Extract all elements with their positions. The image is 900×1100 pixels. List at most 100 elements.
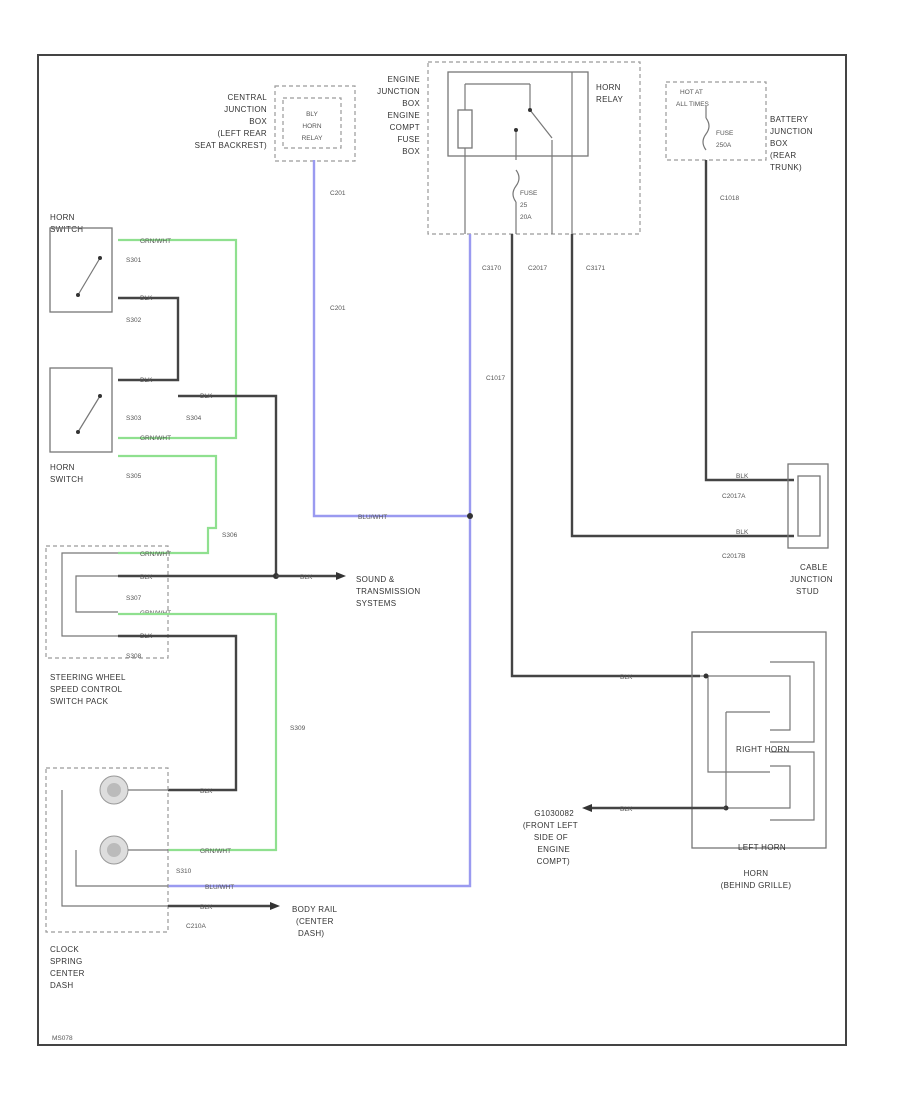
switch-pack-internal-b <box>75 575 118 613</box>
svg-text:G1030082: G1030082 <box>534 809 574 818</box>
horn-relay-coil <box>457 109 473 149</box>
svg-text:GRN/WHT: GRN/WHT <box>140 551 171 558</box>
svg-text:SYSTEMS: SYSTEMS <box>356 599 396 608</box>
cable-junction-inner <box>797 475 821 537</box>
svg-text:BATTERY: BATTERY <box>770 115 809 124</box>
ground-engine-label: G1030082 (FRONT LEFT SIDE OF ENGINE COMP… <box>523 809 578 866</box>
svg-text:BLK: BLK <box>200 904 213 911</box>
svg-text:JUNCTION: JUNCTION <box>770 127 813 136</box>
fuse-engine-label: FUSE 25 20A <box>520 190 538 221</box>
svg-text:JUNCTION: JUNCTION <box>377 87 420 96</box>
svg-text:(CENTER: (CENTER <box>296 917 334 926</box>
svg-text:BOX: BOX <box>402 147 420 156</box>
svg-text:TRANSMISSION: TRANSMISSION <box>356 587 421 596</box>
wire-blk-to-sound <box>178 394 278 576</box>
svg-text:BLK: BLK <box>620 674 633 681</box>
diagram-frame <box>37 54 847 1046</box>
svg-text:CLOCK: CLOCK <box>50 945 79 954</box>
svg-text:BLK: BLK <box>140 295 153 302</box>
horn-relay-contact <box>529 109 553 139</box>
svg-text:C201: C201 <box>330 190 346 197</box>
fuse-battery-label: FUSE 250A <box>716 130 734 149</box>
svg-text:CENTER: CENTER <box>50 969 85 978</box>
svg-text:GRN/WHT: GRN/WHT <box>200 848 231 855</box>
svg-text:BOX: BOX <box>770 139 788 148</box>
wire-grn-wht-switch-loop <box>118 238 238 440</box>
horn-switch-top-contact <box>77 257 101 296</box>
wire-blk-battery <box>704 160 794 482</box>
svg-text:BLU/WHT: BLU/WHT <box>358 514 387 521</box>
fuse-battery-symbol <box>702 117 710 151</box>
clock-spring-internal-a <box>61 790 168 907</box>
svg-text:C2017: C2017 <box>528 265 548 272</box>
horn-switch-top <box>49 227 113 313</box>
svg-text:SPRING: SPRING <box>50 957 82 966</box>
svg-text:CENTRAL: CENTRAL <box>228 93 268 102</box>
svg-text:DASH): DASH) <box>298 929 324 938</box>
svg-text:(BEHIND GRILLE): (BEHIND GRILLE) <box>721 881 792 890</box>
steering-wheel-label: STEERING WHEEL SPEED CONTROL SWITCH PACK <box>50 673 126 706</box>
svg-text:SWITCH: SWITCH <box>50 225 83 234</box>
wire-blk-switch-link <box>118 296 180 382</box>
horn-switch-bottom-contact <box>77 395 101 433</box>
svg-text:250A: 250A <box>716 142 732 149</box>
svg-text:C201: C201 <box>330 305 346 312</box>
cable-junction-label: CABLE JUNCTION STUD <box>790 563 833 596</box>
svg-text:BOX: BOX <box>402 99 420 108</box>
svg-text:SWITCH: SWITCH <box>50 475 83 484</box>
svg-text:S307: S307 <box>126 595 142 602</box>
sound-systems-label: SOUND & TRANSMISSION SYSTEMS <box>356 575 421 608</box>
horn-switch-top-label: HORN SWITCH <box>50 213 83 234</box>
svg-text:C210A: C210A <box>186 923 207 930</box>
ground-body-label: BODY RAIL (CENTER DASH) <box>292 905 337 938</box>
svg-text:BLK: BLK <box>200 788 213 795</box>
svg-text:LEFT HORN: LEFT HORN <box>738 843 786 852</box>
svg-text:COMPT: COMPT <box>390 123 420 132</box>
svg-text:S301: S301 <box>126 257 142 264</box>
svg-text:C2017B: C2017B <box>722 553 746 560</box>
svg-text:BLK: BLK <box>200 393 213 400</box>
steering-wheel-switch-pack <box>45 545 169 659</box>
svg-text:FUSE: FUSE <box>520 190 538 197</box>
svg-text:S302: S302 <box>126 317 142 324</box>
svg-text:TRUNK): TRUNK) <box>770 163 802 172</box>
wire-grn-wht-clockspring <box>118 612 278 852</box>
svg-text:STUD: STUD <box>796 587 819 596</box>
svg-text:GRN/WHT: GRN/WHT <box>140 238 171 245</box>
svg-text:STEERING WHEEL: STEERING WHEEL <box>50 673 126 682</box>
engine-junction-box <box>427 61 641 235</box>
svg-text:COMPT): COMPT) <box>537 857 570 866</box>
battery-junction-label: BATTERY JUNCTION BOX (REAR TRUNK) <box>770 115 813 172</box>
svg-text:S310: S310 <box>176 868 192 875</box>
left-horn-body <box>770 751 815 821</box>
wire-blk-to-horns <box>510 234 700 678</box>
svg-text:BLU/WHT: BLU/WHT <box>205 884 234 891</box>
svg-text:ENGINE: ENGINE <box>388 75 420 84</box>
svg-text:BLK: BLK <box>300 574 313 581</box>
cable-junction-stud <box>787 463 829 549</box>
svg-text:BLK: BLK <box>140 574 153 581</box>
svg-text:S306: S306 <box>222 532 238 539</box>
svg-text:BLY: BLY <box>306 111 318 118</box>
horn-relay-body <box>447 71 589 157</box>
svg-text:FUSE: FUSE <box>397 135 420 144</box>
clock-spring-internal-b <box>75 850 168 887</box>
horn-behind-grille-label: HORN (BEHIND GRILLE) <box>721 869 792 890</box>
svg-text:C1018: C1018 <box>720 195 740 202</box>
right-horn-body <box>770 661 815 743</box>
wire-blk-clockspring <box>118 634 238 792</box>
engine-junction-label: ENGINE JUNCTION BOX ENGINE COMPT FUSE BO… <box>377 75 420 156</box>
wire-grn-wht-down <box>118 454 218 555</box>
svg-text:RELAY: RELAY <box>596 95 624 104</box>
hot-at-all-times-label: HOT AT ALL TIMES <box>676 89 710 108</box>
svg-text:JUNCTION: JUNCTION <box>224 105 267 114</box>
svg-text:S308: S308 <box>126 653 142 660</box>
svg-text:RELAY: RELAY <box>302 135 323 142</box>
svg-text:S304: S304 <box>186 415 202 422</box>
svg-text:BLK: BLK <box>736 473 749 480</box>
bly-horn-relay-box <box>282 97 342 149</box>
svg-text:SEAT BACKREST): SEAT BACKREST) <box>195 141 267 150</box>
switch-pack-internal-a <box>61 552 118 637</box>
